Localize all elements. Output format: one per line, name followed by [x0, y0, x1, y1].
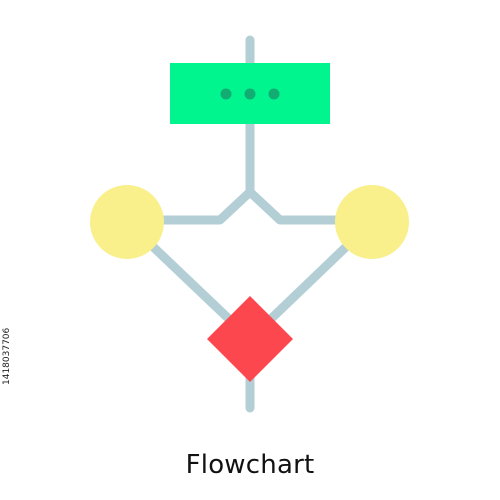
right-node-circle [335, 185, 409, 259]
process-box [170, 63, 330, 124]
left-node-circle [90, 185, 164, 259]
stock-id-label: 1418037706 [2, 327, 12, 385]
process-dot-icon [244, 88, 256, 100]
left-branch-line [122, 119, 255, 225]
process-dot-icon [220, 88, 232, 100]
process-dot-icon [268, 88, 280, 100]
decision-diamond [207, 296, 293, 382]
stock-id-strip: 1418037706 [2, 0, 20, 500]
icon-caption: Flowchart [185, 450, 315, 480]
